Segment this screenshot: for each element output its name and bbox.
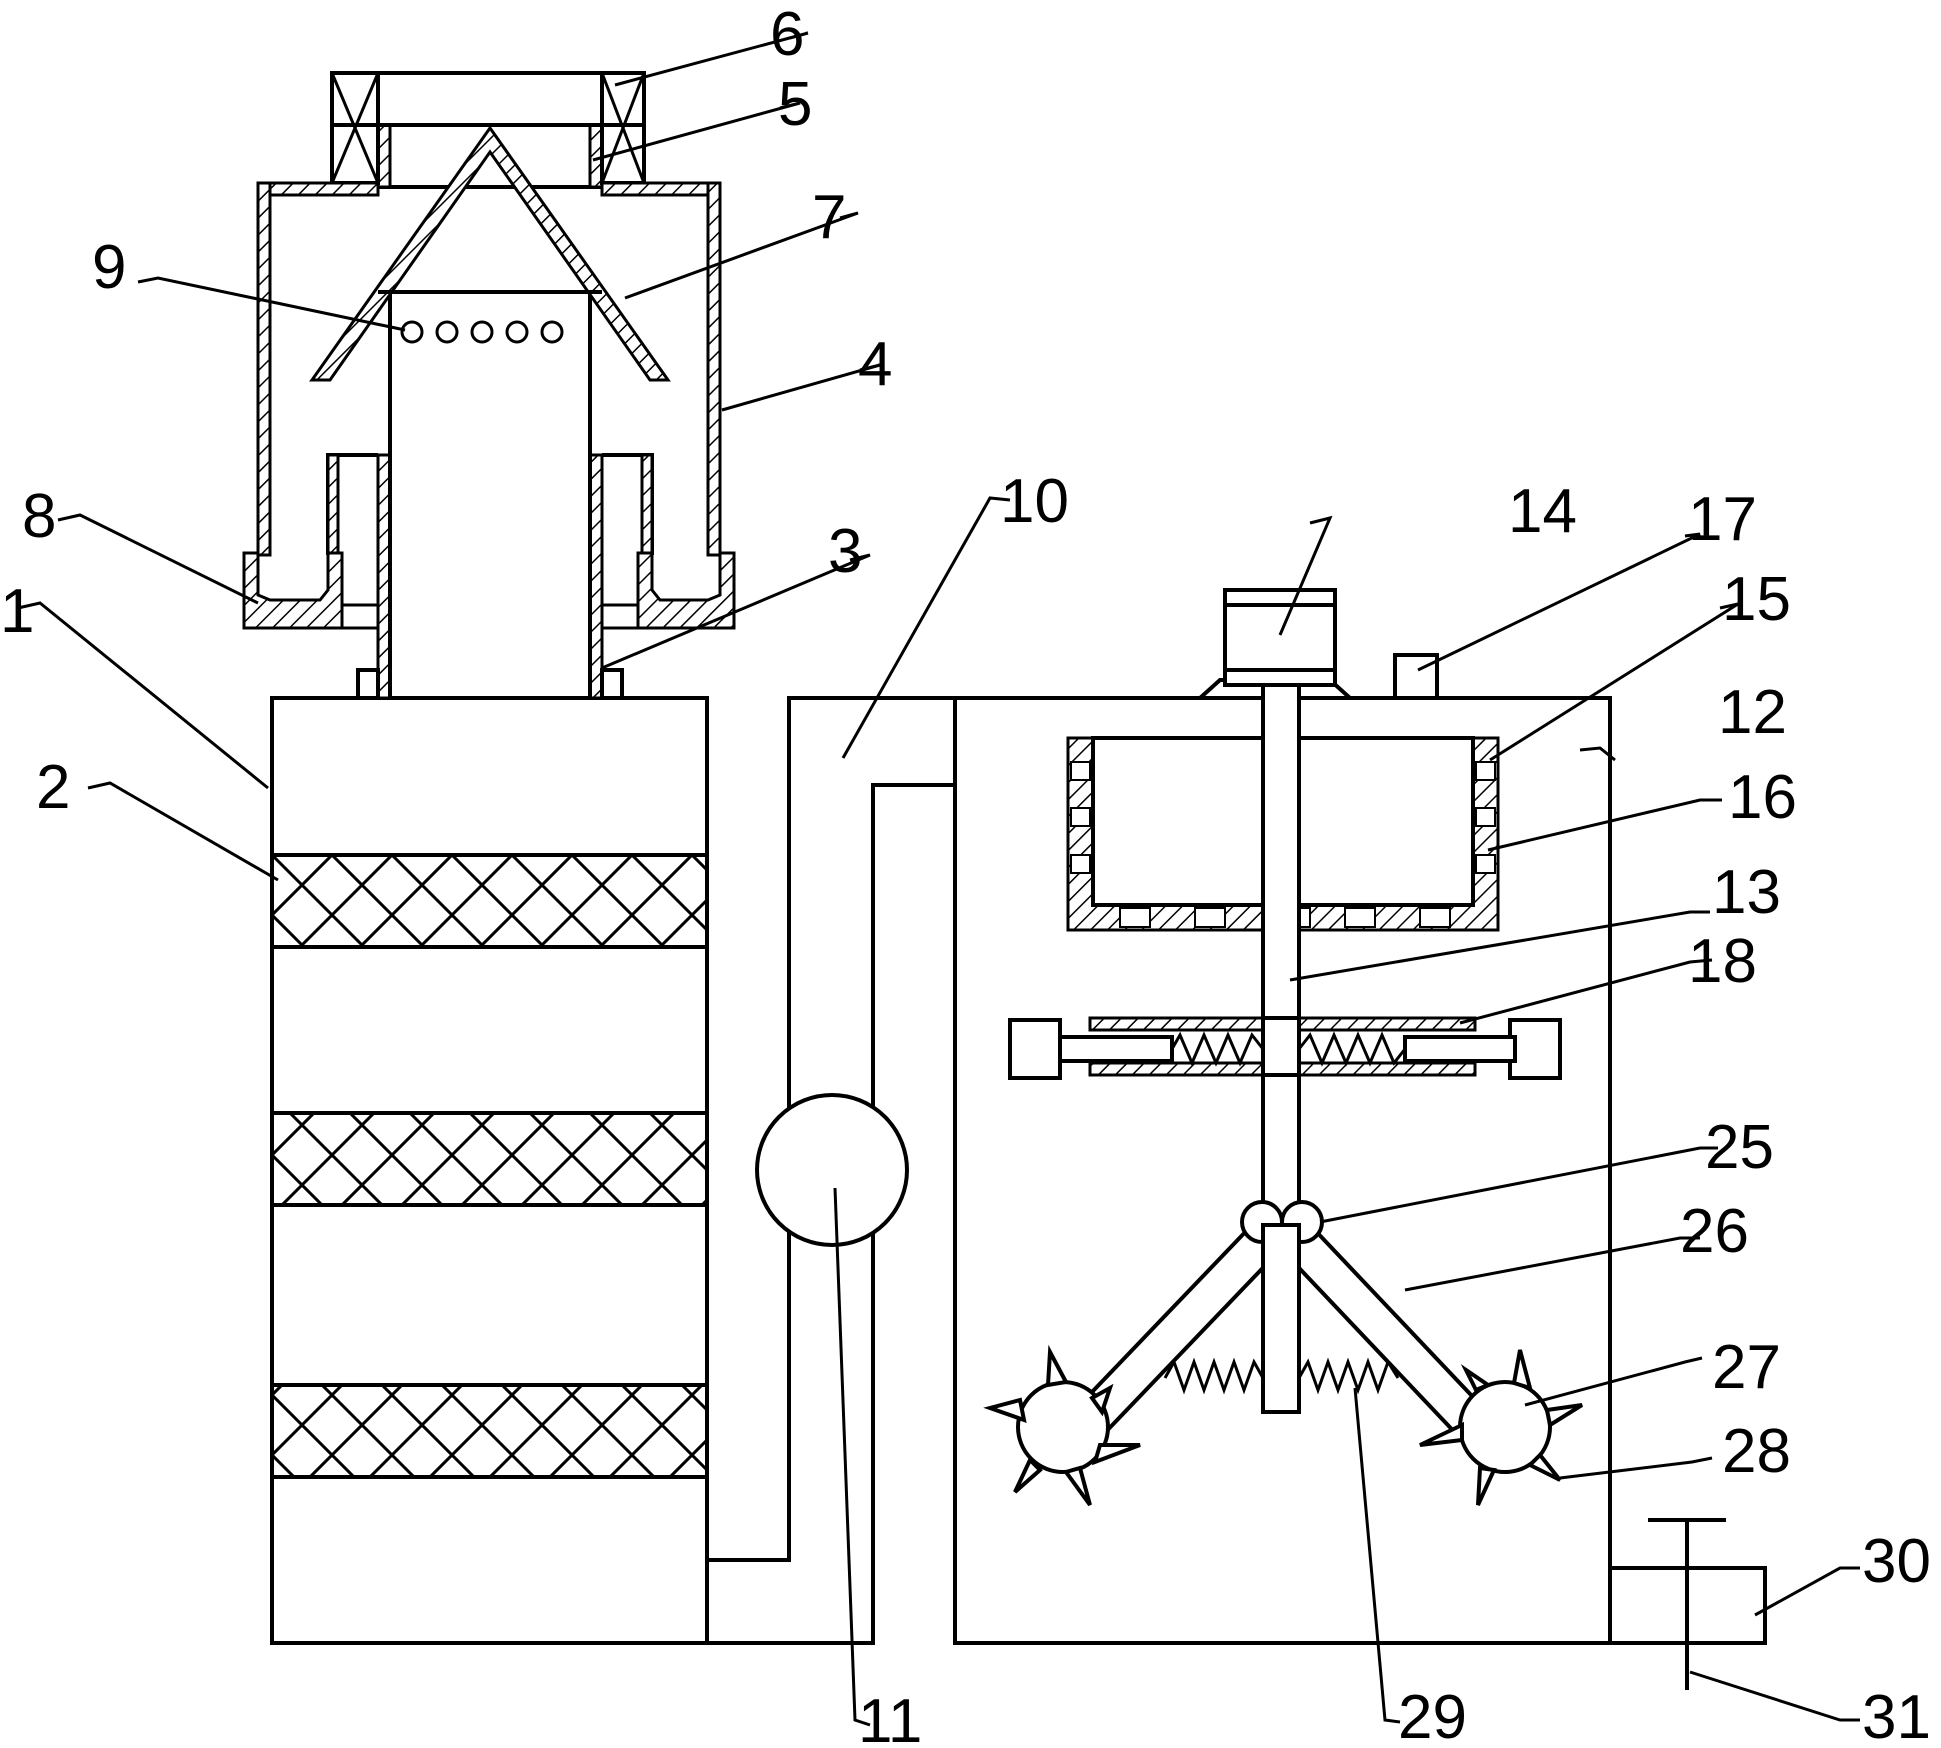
label-11: 11 (858, 1687, 922, 1743)
label-12: 12 (1718, 678, 1787, 747)
left-spiked-ball (983, 1344, 1141, 1507)
stirring-arms (1067, 1200, 1493, 1443)
left-tower (270, 696, 709, 1645)
filter-layer-3 (270, 1383, 709, 1479)
label-17: 17 (1688, 485, 1757, 554)
label-5: 5 (778, 70, 812, 139)
vent-holes (400, 320, 564, 344)
label-13: 13 (1712, 858, 1781, 927)
label-27: 27 (1712, 1333, 1781, 1402)
hood-assembly (242, 71, 736, 700)
filter-layer-1 (270, 853, 709, 949)
label-2: 2 (36, 753, 70, 822)
label-7: 7 (812, 183, 846, 252)
leader-lines (17, 31, 1860, 1727)
connecting-pipe (707, 696, 955, 1645)
label-30: 30 (1862, 1527, 1931, 1596)
right-tank (953, 588, 1767, 1690)
label-25: 25 (1705, 1113, 1774, 1182)
label-16: 16 (1728, 763, 1797, 832)
label-3: 3 (828, 517, 862, 586)
label-1: 1 (0, 577, 34, 646)
label-8: 8 (22, 482, 56, 551)
pump (755, 1093, 909, 1247)
label-9: 9 (92, 233, 126, 302)
label-14: 14 (1508, 477, 1577, 546)
filter-layer-2 (270, 1111, 709, 1207)
label-26: 26 (1680, 1197, 1749, 1266)
label-10: 10 (1000, 467, 1069, 536)
label-6: 6 (770, 0, 804, 69)
spring-assembly (1008, 1016, 1562, 1080)
label-29: 29 (1398, 1683, 1467, 1743)
label-31: 31 (1862, 1683, 1931, 1743)
label-15: 15 (1722, 565, 1791, 634)
label-28: 28 (1722, 1417, 1791, 1486)
label-18: 18 (1688, 927, 1757, 996)
basket-slots (1070, 761, 1496, 928)
label-4: 4 (858, 330, 892, 399)
